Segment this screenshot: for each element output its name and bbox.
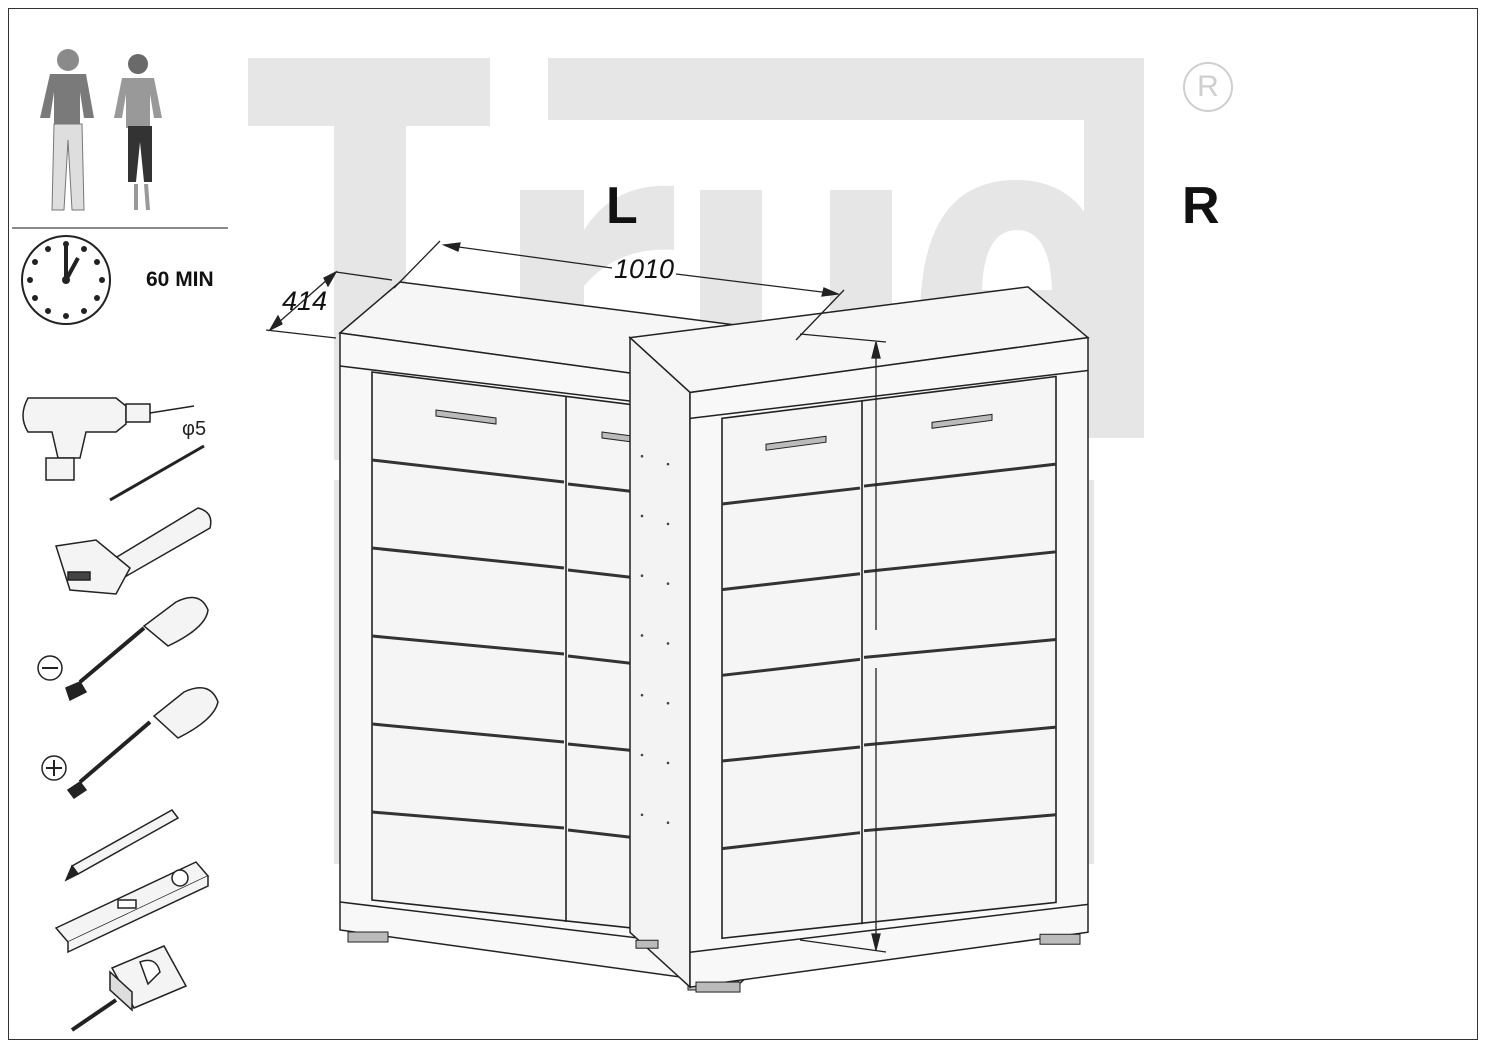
assembly-time: 60 MIN bbox=[146, 268, 214, 291]
variant-label-right: R bbox=[1182, 177, 1220, 235]
drill-bit-diameter: φ5 bbox=[182, 418, 207, 440]
page-border bbox=[8, 8, 1478, 1040]
drill-icon bbox=[22, 397, 205, 502]
dimension-width: 1010 bbox=[614, 254, 675, 284]
pencil-icon bbox=[64, 809, 180, 882]
tape-measure-icon bbox=[70, 945, 188, 1032]
variant-label-left: L bbox=[606, 177, 638, 235]
cabinet-right bbox=[628, 285, 1090, 994]
hammer-icon bbox=[55, 507, 212, 595]
two-persons-icon bbox=[40, 49, 162, 211]
dimension-depth: 414 bbox=[282, 286, 328, 316]
phillips-screwdriver-icon bbox=[41, 687, 219, 800]
flat-screwdriver-icon bbox=[37, 596, 209, 702]
dimension-lines bbox=[265, 240, 887, 953]
spirit-level-icon bbox=[54, 861, 210, 954]
registered-mark: R bbox=[1183, 62, 1233, 112]
clock-icon bbox=[21, 235, 111, 325]
